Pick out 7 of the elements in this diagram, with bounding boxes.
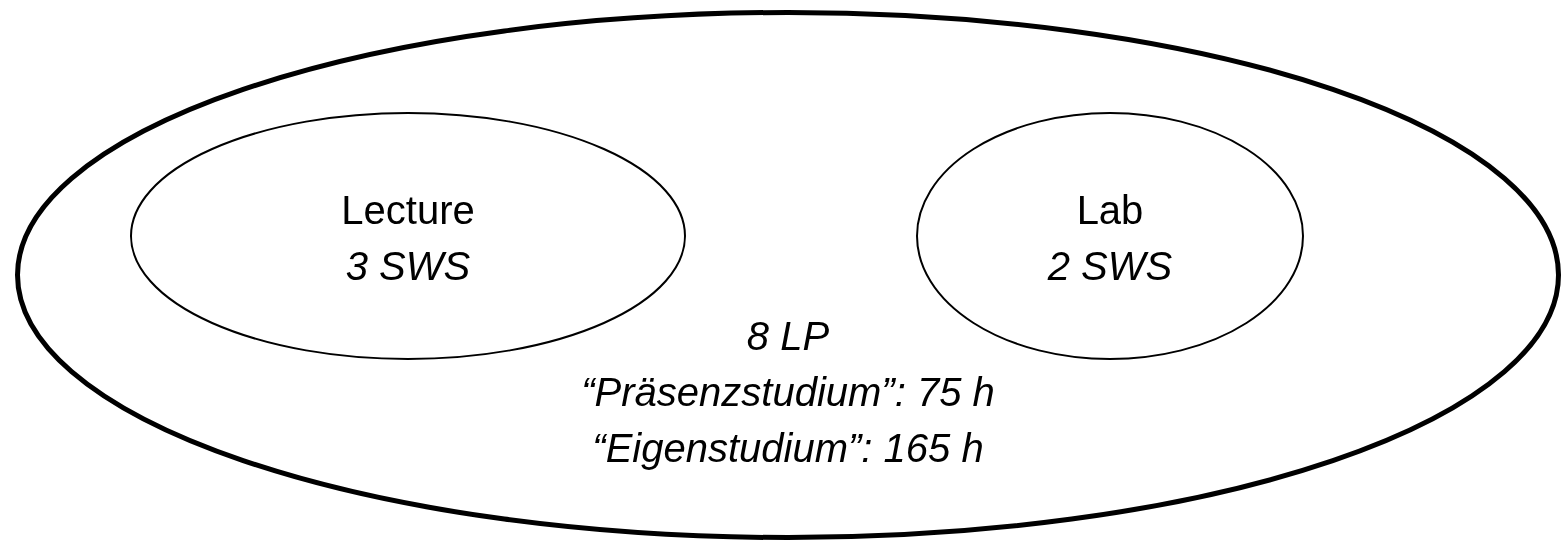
weekly-hours-text: 2 SWS [1047, 243, 1173, 290]
course-name: Lab [1076, 187, 1144, 234]
self-study-hours-text: “Eigenstudium”: 165 h [592, 425, 984, 472]
credit-points-text: 8 LP [746, 313, 830, 360]
weekly-hours-text: 3 SWS [345, 243, 471, 290]
contact-hours-text: “Präsenzstudium”: 75 h [581, 369, 995, 416]
course-name: Lecture [341, 187, 475, 234]
